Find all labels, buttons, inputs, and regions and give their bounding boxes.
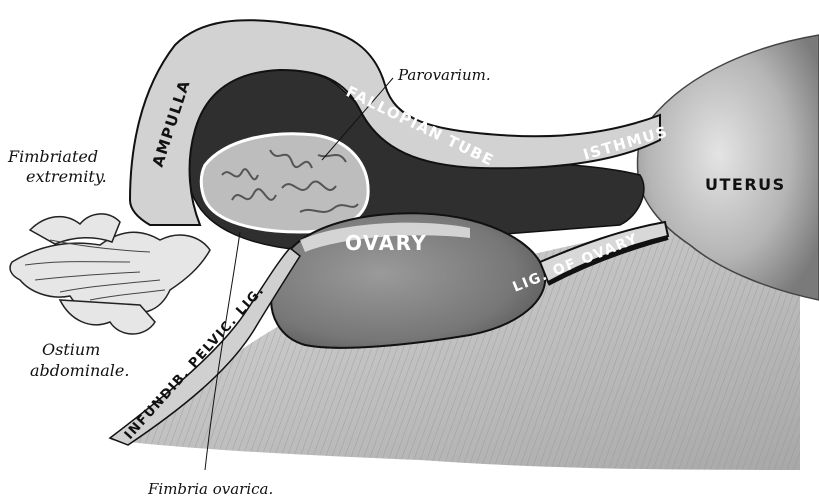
label-parovarium: Parovarium. [397,66,491,84]
parovarium [201,134,368,232]
label-uterus: UTERUS [705,175,786,194]
label-ovary: OVARY [345,231,427,255]
label-ostium-line2: abdominale. [30,361,129,380]
label-ostium-line1: Ostium [42,340,100,359]
label-fimbriated-line1: Fimbriated [7,147,98,166]
label-fimbria-ovarica: Fimbria ovarica. [147,480,273,498]
label-fimbriated-line2: extremity. [26,167,107,186]
